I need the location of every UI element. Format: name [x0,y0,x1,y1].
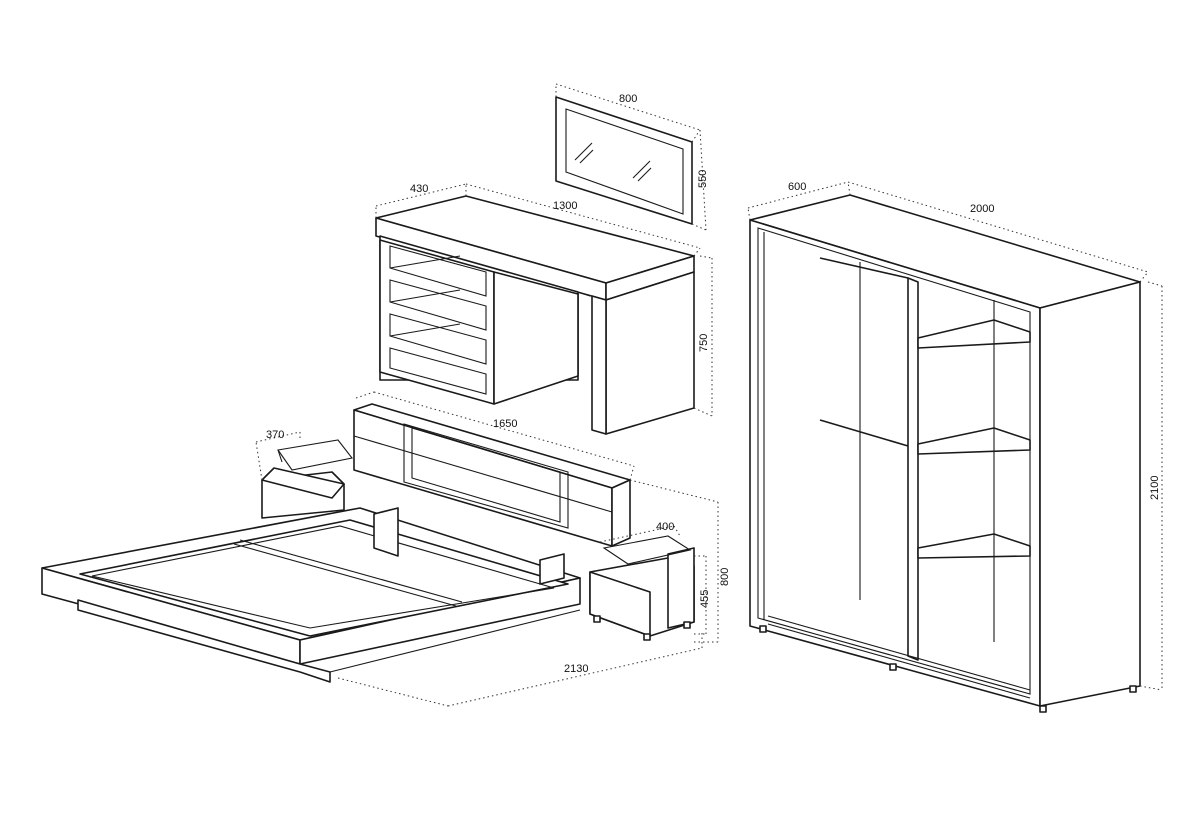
mirror-width-label: 800 [619,93,637,105]
bed [41,403,631,683]
nightstand-left [261,439,353,519]
mirror-height-label: 550 [697,170,709,188]
nightstand-left-depth-label: 370 [266,429,284,441]
mirror-dimensions: 800 550 [555,83,709,231]
nightstand-right [589,535,695,641]
bed-dimensions: 370 1650 400 800 455 2130 [255,391,731,707]
wardrobe [749,194,1141,713]
desk-dimensions: 430 1300 750 [375,183,713,417]
headboard-width-label: 1650 [493,418,517,430]
nightstand-height-label: 455 [699,590,711,608]
desk-width-label: 1300 [553,200,577,212]
nightstand-right-depth-label: 400 [656,521,674,533]
wardrobe-height-label: 2100 [1149,476,1161,500]
wardrobe-depth-label: 600 [788,181,806,193]
desk-height-label: 750 [698,334,710,352]
bed-height-label: 800 [719,568,731,586]
wardrobe-dimensions: 600 2000 2100 [747,181,1163,691]
wardrobe-width-label: 2000 [970,203,994,215]
bed-length-label: 2130 [564,663,588,675]
desk [375,195,695,435]
desk-depth-label: 430 [410,183,428,195]
mirror [555,96,693,225]
